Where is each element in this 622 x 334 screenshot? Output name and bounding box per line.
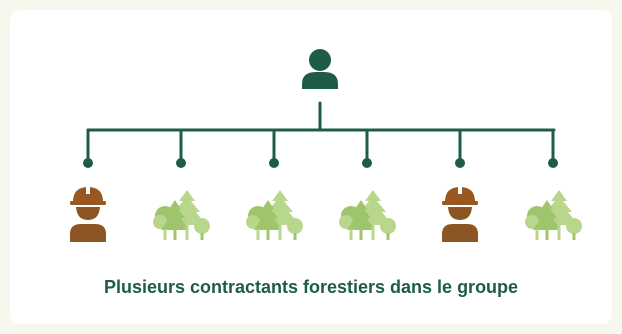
worker-hardhat-icon [442, 186, 478, 242]
trees-icon [339, 190, 396, 240]
diagram-caption: Plusieurs contractants forestiers dans l… [103, 277, 519, 297]
worker-hardhat-icon [70, 186, 106, 242]
connector-lines [86, 101, 556, 164]
trees-icon [153, 190, 210, 240]
person-icon [302, 49, 338, 89]
trees-icon [525, 190, 582, 240]
connector-dots [83, 158, 558, 168]
trees-icon [246, 190, 303, 240]
